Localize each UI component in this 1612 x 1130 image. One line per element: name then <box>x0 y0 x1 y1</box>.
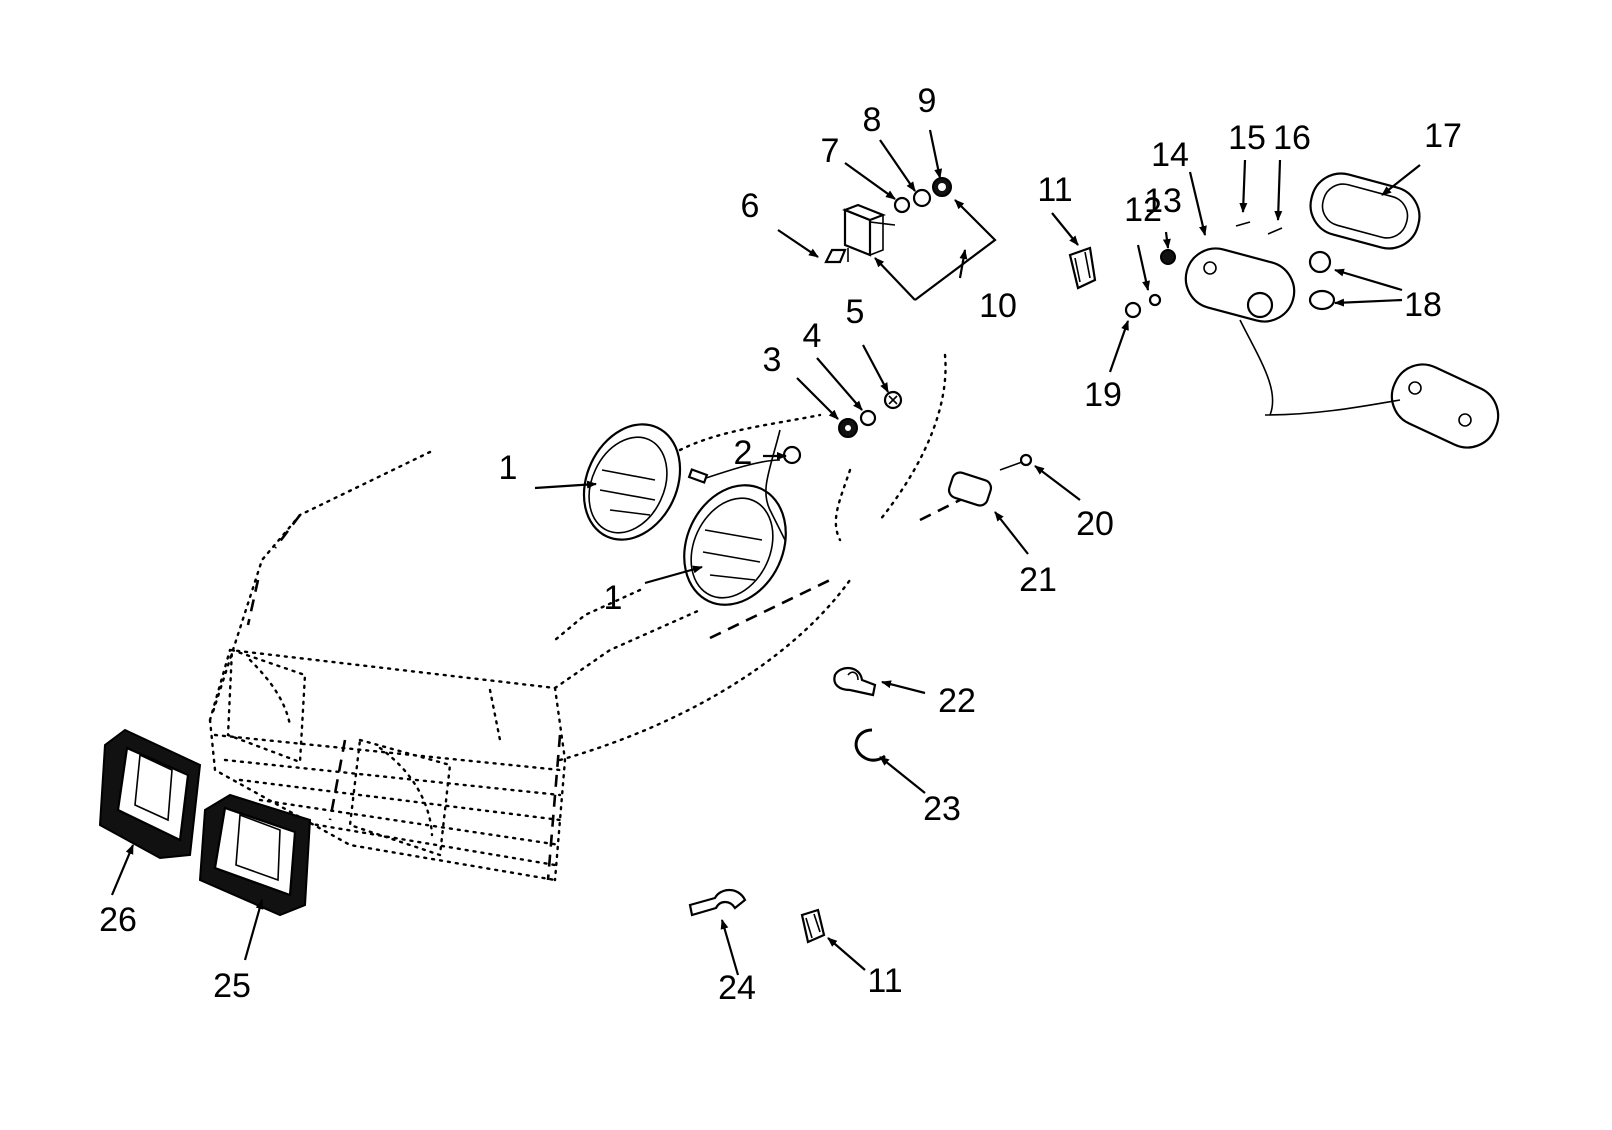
callout-6: 6 <box>741 187 760 225</box>
callout-24: 24 <box>718 969 756 1007</box>
leader-lines <box>110 129 1421 976</box>
fog-lamp-lower <box>683 429 787 606</box>
clamp-22 <box>833 667 877 697</box>
callout-22: 22 <box>938 682 976 720</box>
callout-17: 17 <box>1424 117 1462 155</box>
callout-16: 16 <box>1273 119 1311 157</box>
clamp-23 <box>854 728 886 762</box>
clip-11-upper <box>1068 246 1097 290</box>
switch-assembly <box>824 177 952 264</box>
callout-1: 1 <box>604 579 623 617</box>
hardware-2-5 <box>782 390 903 465</box>
marker-lamp-assembly <box>1124 172 1500 449</box>
callout-labels: 1 1 2 3 4 5 6 7 8 9 10 11 11 12 13 14 15… <box>99 82 1462 1007</box>
callout-11: 11 <box>867 962 902 1000</box>
callout-23: 23 <box>923 790 961 828</box>
callout-7: 7 <box>821 132 840 170</box>
callout-26: 26 <box>99 901 137 939</box>
callout-1: 1 <box>499 449 518 487</box>
clamp-24 <box>688 888 747 917</box>
callout-18: 18 <box>1404 286 1442 324</box>
callout-11: 11 <box>1037 171 1072 209</box>
callout-20: 20 <box>1076 505 1114 543</box>
callout-13: 13 <box>1144 182 1182 220</box>
fog-lamp-upper <box>582 413 822 541</box>
callout-15: 15 <box>1228 119 1266 157</box>
callout-14: 14 <box>1151 136 1189 174</box>
callout-25: 25 <box>213 967 251 1005</box>
callout-19: 19 <box>1084 376 1122 414</box>
callout-12: 12 <box>1124 191 1162 229</box>
headlamp-bezel-26 <box>98 728 202 860</box>
callout-2: 2 <box>734 434 753 472</box>
clip-11-lower <box>800 908 826 944</box>
bracket-20-21 <box>947 453 1033 507</box>
headlamp-bezel-25 <box>198 793 312 917</box>
vehicle-body-outline <box>208 353 981 882</box>
callout-8: 8 <box>863 101 882 139</box>
callout-21: 21 <box>1019 561 1057 599</box>
callout-10: 10 <box>979 287 1017 325</box>
callout-9: 9 <box>918 82 937 120</box>
callout-3: 3 <box>763 341 782 379</box>
callout-5: 5 <box>846 293 865 331</box>
callout-4: 4 <box>803 317 822 355</box>
